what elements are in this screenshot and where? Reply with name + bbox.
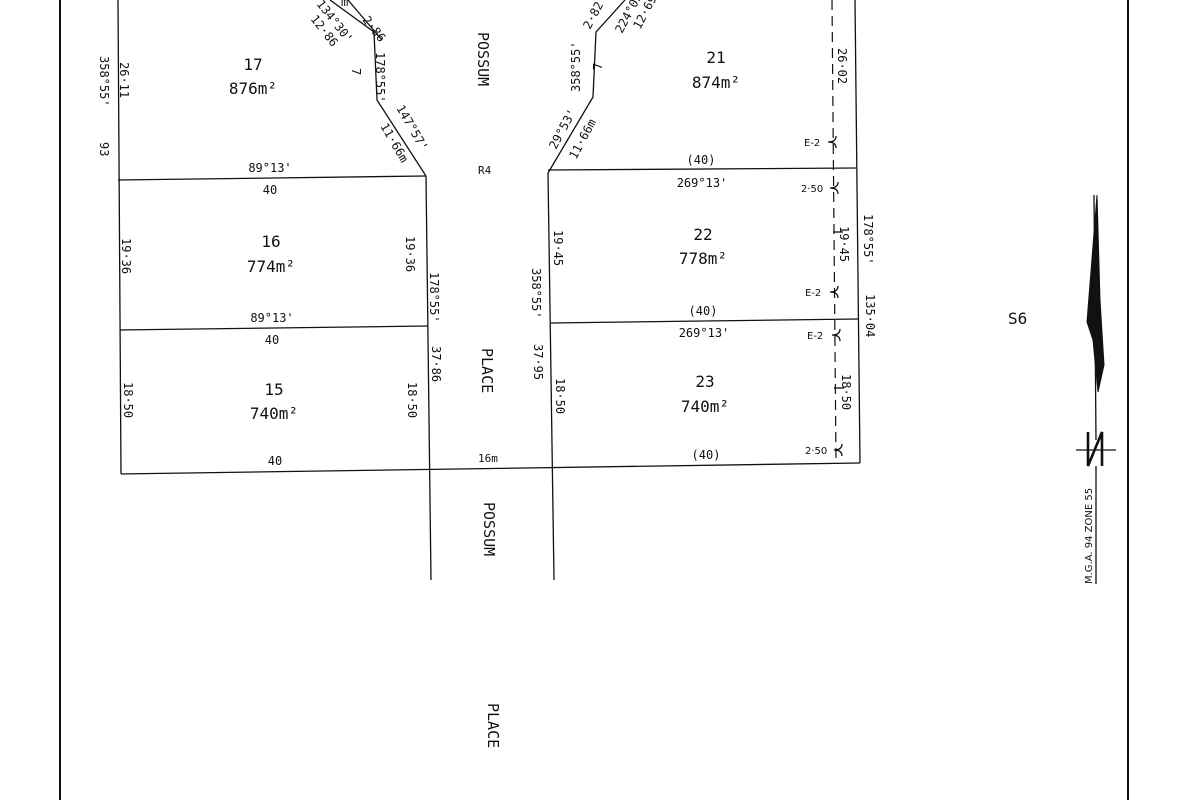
lot-16-north-boundary	[117, 175, 427, 181]
lot-23-area: 740m²	[681, 397, 729, 416]
north-arrow-head	[1086, 194, 1105, 393]
left-93-label: 93	[97, 142, 111, 156]
left-frontage-length: 37·86	[429, 346, 443, 382]
lot15-top-length: 40	[265, 333, 279, 347]
right-frontage-length: 37·95	[531, 344, 545, 380]
right-block-east-boundary	[854, 0, 861, 464]
lot-16-area: 774m²	[247, 257, 295, 276]
lot15-right-length: 18·50	[405, 382, 419, 418]
lot23-right-length: 18·50	[839, 374, 853, 410]
right-road-frontage	[547, 172, 555, 581]
lot22-top-bearing: 269°13'	[677, 176, 728, 190]
lot16-top-length: 40	[263, 183, 277, 197]
lot16-left-length: 19·36	[119, 238, 133, 274]
easement-tick-5	[833, 443, 843, 457]
left-top-length: 26·11	[117, 62, 131, 98]
north-n-symbol	[1086, 431, 1104, 467]
easement-label-2: E-2	[805, 288, 821, 299]
lot-15-number: 15	[264, 380, 283, 399]
left-road-frontage	[425, 175, 432, 581]
road-name-possum-lower: POSSUM	[480, 502, 498, 556]
lot-15-area: 740m²	[250, 404, 298, 423]
right-cul-de-sac-edge	[547, 0, 626, 174]
road-name-possum-upper: POSSUM	[474, 32, 492, 86]
easement-width-1: 2·50	[801, 184, 823, 195]
left-top-bearing: 358°55'	[97, 56, 111, 107]
lot23-left-length: 18·50	[553, 378, 567, 414]
easement-width-2: 2·50	[805, 446, 827, 457]
left-cul-de-sac-edge	[329, 0, 427, 177]
lot-22-north-boundary	[547, 167, 857, 171]
road-width-label: 16m	[478, 452, 498, 465]
road-south-boundary	[120, 462, 861, 475]
lot-17-number: 17	[243, 55, 262, 74]
road-name-place-lower: PLACE	[484, 703, 502, 748]
lot23-top-length: (40)	[689, 304, 718, 318]
easement-label-1: E-2	[804, 138, 820, 149]
right-seg-length: 2·82	[580, 0, 606, 31]
lot-17-area: 876m²	[229, 79, 277, 98]
left-block-west-boundary	[117, 0, 122, 475]
left-trunc-m: m	[341, 0, 348, 9]
lot21-right-length: 26·02	[835, 48, 849, 84]
right-boundary-total: 135·04	[863, 294, 877, 337]
lot-21-number: 21	[706, 48, 725, 67]
lot15-bottom-length: 40	[268, 454, 282, 468]
easement-tick-4	[831, 328, 841, 342]
lot-22-number: 22	[693, 225, 712, 244]
lot15-left-length: 18·50	[121, 382, 135, 418]
left-seg-7: 7	[349, 68, 363, 75]
left-frontage-bearing: 178°55'	[427, 272, 441, 323]
right-seg-bearing: 358°55'	[569, 41, 583, 92]
left-lot-block	[117, 0, 861, 581]
right-boundary-bearing: 178°55'	[861, 214, 875, 265]
lot-22-area: 778m²	[679, 249, 727, 268]
lot-15-north-boundary	[119, 325, 429, 331]
lot23-top-bearing: 269°13'	[679, 326, 730, 340]
lot16-right-length: 19·36	[403, 236, 417, 272]
road-name-place-upper: PLACE	[478, 348, 496, 393]
easement-tick-3	[829, 285, 839, 299]
lot-21-area: 874m²	[692, 73, 740, 92]
lot22-top-length: (40)	[687, 153, 716, 167]
lot15-top-bearing: 89°13'	[250, 311, 293, 325]
easement-label-3: E-2	[807, 331, 823, 342]
lot23-bottom-length: (40)	[692, 448, 721, 462]
lot-23-north-boundary	[550, 318, 859, 324]
easement-tick-2	[829, 181, 839, 195]
lot-23-number: 23	[695, 372, 714, 391]
right-lot-block	[547, 0, 861, 581]
parcel-label-s6: S6	[1008, 309, 1027, 328]
easement-tick-1	[827, 135, 837, 149]
left-seg-bearing: 178°55'	[373, 52, 387, 103]
datum-label: M.G.A. 94 ZONE 55	[1084, 488, 1095, 584]
north-arrow-icon	[1076, 194, 1116, 584]
left-seg-length: 2·86	[360, 13, 389, 44]
lot16-top-bearing: 89°13'	[248, 161, 291, 175]
road-reserve-label: R4	[478, 164, 492, 177]
left-truncation-tick	[347, 0, 383, 41]
lot-16-number: 16	[261, 232, 280, 251]
lot22-left-length: 19·45	[551, 230, 565, 266]
right-frontage-bearing: 358°55'	[529, 268, 543, 319]
lot22-right-length: 19·45	[837, 226, 851, 262]
right-seg-7: 7	[591, 63, 605, 70]
